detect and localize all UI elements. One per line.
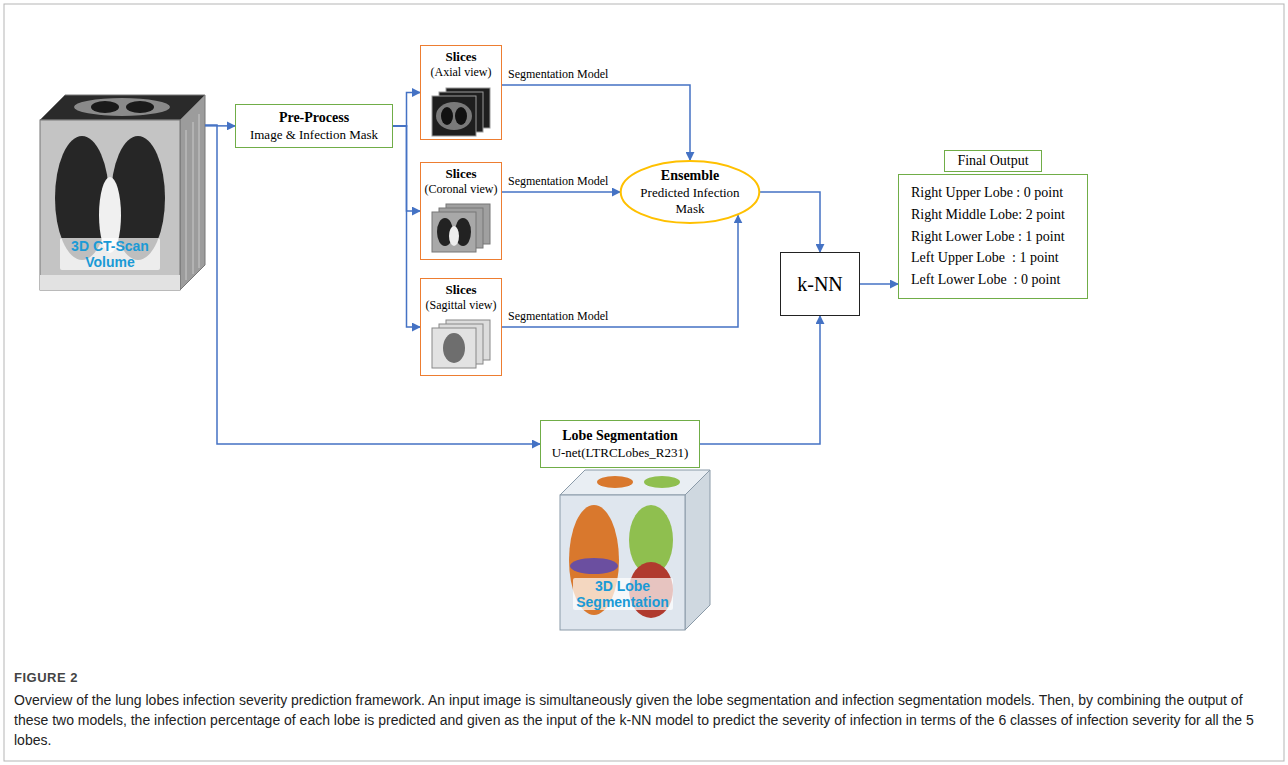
ct-volume-cube [40, 95, 205, 290]
volume-icon: 3D CT-Scan Volume [40, 95, 205, 290]
connector-arrow [760, 192, 820, 252]
output-body: Right Upper Lobe : 0 pointRight Middle L… [898, 174, 1088, 298]
axial-slices [432, 88, 490, 136]
node-title: Slices [445, 282, 476, 298]
volume-icon: 3D Lobe Segmentation [560, 470, 710, 630]
node-text: Right Upper Lobe : 0 point [911, 182, 1075, 204]
slices-box: Slices(Sagittal view) [420, 278, 502, 376]
edge-label: Segmentation Model [506, 174, 610, 189]
connector-arrow [502, 191, 620, 193]
node-text: Left Upper Lobe : 1 point [911, 247, 1075, 269]
edge-label: Segmentation Model [506, 309, 610, 324]
node-title: k-NN [797, 273, 843, 296]
slices-box: Slices(Axial view) [420, 45, 502, 140]
node-title: Lobe Segmentation [562, 427, 678, 445]
node-text: U-net(LTRCLobes_R231) [552, 445, 689, 461]
node-text: (Axial view) [431, 65, 492, 80]
node-text: Predicted Infection Mask [640, 185, 740, 218]
node-title: 3D Lobe Segmentation [573, 578, 673, 610]
figure-number: FIGURE 2 [14, 670, 78, 685]
lobe-segmentation-cube [560, 470, 710, 630]
node-text: Left Lower Lobe : 0 point [911, 269, 1075, 291]
connector-arrow [502, 85, 690, 160]
figure-frame [4, 4, 1284, 761]
process-box: Pre-ProcessImage & Infection Mask [235, 104, 393, 148]
node-text: (Sagittal view) [426, 298, 497, 313]
node-title: Slices [445, 166, 476, 182]
node-title: Pre-Process [279, 109, 349, 127]
node-text: Right Middle Lobe: 2 point [911, 204, 1075, 226]
output-header: Final Output [944, 150, 1041, 172]
model-box: k-NN [780, 252, 860, 316]
node-text: Right Lower Lobe : 1 point [911, 226, 1075, 248]
edge-label: Segmentation Model [506, 67, 610, 82]
connector-arrow [502, 215, 738, 327]
coronal-slices [432, 204, 490, 252]
ensemble-ellipse: EnsemblePredicted Infection Mask [620, 160, 760, 224]
connector-arrow [393, 93, 420, 126]
connector-arrow [205, 125, 540, 444]
node-title: Final Output [957, 152, 1028, 170]
node-title: 3D CT-Scan Volume [60, 238, 160, 270]
process-box: Lobe SegmentationU-net(LTRCLobes_R231) [540, 420, 700, 468]
figure-caption: Overview of the lung lobes infection sev… [14, 690, 1272, 750]
sagittal-slices [432, 320, 490, 368]
output-box: Final OutputRight Upper Lobe : 0 pointRi… [898, 150, 1088, 300]
slices-box: Slices(Coronal view) [420, 162, 502, 260]
node-title: Slices [445, 49, 476, 65]
node-title: Ensemble [661, 167, 719, 185]
connector-arrow [393, 126, 420, 327]
connector-arrow [700, 316, 820, 444]
node-text: (Coronal view) [425, 182, 498, 197]
connector-arrow [860, 283, 898, 285]
node-text: Image & Infection Mask [250, 127, 378, 143]
